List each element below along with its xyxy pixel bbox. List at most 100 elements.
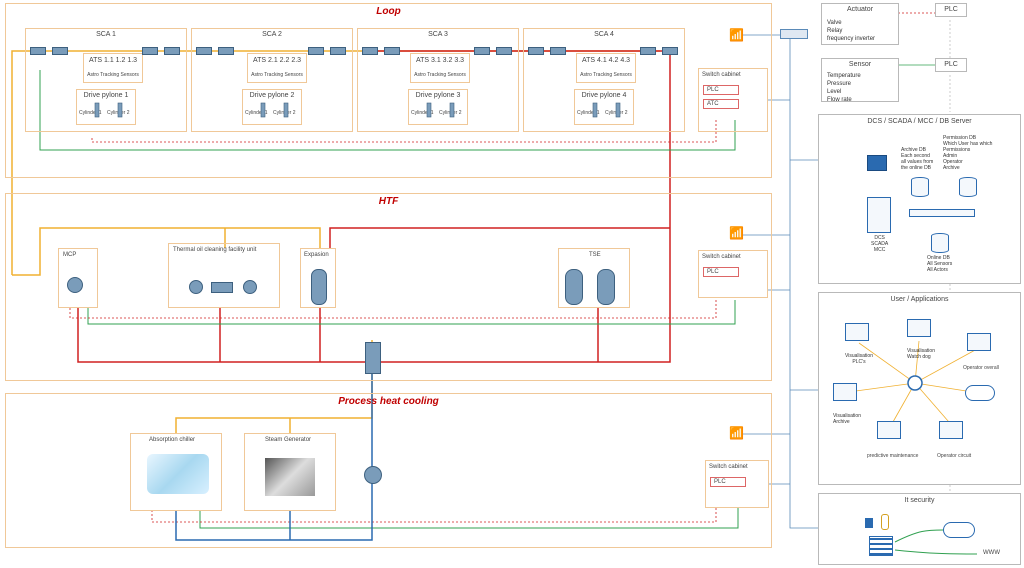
server-title: DCS / SCADA / MCC / DB Server bbox=[867, 118, 972, 125]
ats-1-label: ATS 1.1 1.2 1.3 bbox=[88, 57, 138, 64]
computer-icon[interactable] bbox=[907, 319, 931, 337]
server-box: DCS / SCADA / MCC / DB Server Archive DB… bbox=[818, 114, 1021, 284]
permission-line: Operator bbox=[943, 159, 963, 165]
valve[interactable] bbox=[330, 47, 346, 55]
actuator-item: Valve bbox=[827, 20, 842, 26]
red-dotted-process bbox=[151, 508, 717, 523]
predictive-label: predictive maintenance bbox=[867, 453, 919, 459]
archive-line: Archive DB bbox=[901, 147, 927, 153]
green-signal-htf bbox=[87, 300, 736, 325]
pump-icon bbox=[364, 466, 382, 484]
computer-icon[interactable] bbox=[967, 333, 991, 351]
permission-line: Admin bbox=[943, 153, 958, 159]
computer-icon[interactable] bbox=[939, 421, 963, 439]
valve[interactable] bbox=[474, 47, 490, 55]
database-bar bbox=[909, 209, 975, 217]
red-pipe-loop bbox=[77, 50, 671, 363]
valve[interactable] bbox=[30, 47, 46, 55]
valve[interactable] bbox=[164, 47, 180, 55]
green-signal-loop bbox=[39, 70, 736, 151]
server-tower-icon bbox=[867, 197, 891, 233]
filter-icon bbox=[211, 282, 233, 293]
steam-box: Steam Generator bbox=[244, 433, 336, 511]
valve[interactable] bbox=[142, 47, 158, 55]
actuator-plc-label: PLC bbox=[944, 6, 958, 13]
sca-4-title: SCA 4 bbox=[594, 31, 614, 38]
www-label: WWW bbox=[983, 550, 1000, 556]
heat-exchanger-icon bbox=[365, 342, 381, 374]
network-bus bbox=[789, 35, 818, 529]
network-switch-icon bbox=[780, 29, 808, 39]
online-line: Online DB bbox=[927, 255, 950, 261]
ats-4-label: ATS 4.1 4.2 4.3 bbox=[581, 57, 631, 64]
permission-line: Permission DB bbox=[943, 135, 977, 141]
op-overall-label: Operator overall bbox=[963, 365, 999, 371]
red-dotted-htf bbox=[69, 300, 717, 319]
loop-atc[interactable]: ATC bbox=[703, 99, 739, 109]
htf-plc[interactable]: PLC bbox=[703, 267, 739, 277]
archive-line: all values from bbox=[901, 159, 934, 165]
antenna-icon: 📶 bbox=[729, 226, 744, 240]
sensor-item: Temperature bbox=[827, 73, 861, 79]
cloud-icon bbox=[965, 385, 995, 401]
sca-4: SCA 4 ATS 4.1 4.2 4.3 Astro Tracking Sen… bbox=[523, 28, 685, 132]
op-circuit-label: Operator circuit bbox=[937, 453, 972, 459]
computer-icon[interactable] bbox=[845, 323, 869, 341]
htf-title: HTF bbox=[378, 196, 399, 207]
valve[interactable] bbox=[496, 47, 512, 55]
ats-3: ATS 3.1 3.2 3.3 Astro Tracking Sensors bbox=[410, 53, 470, 83]
sensor-item: Level bbox=[827, 89, 842, 95]
antenna-icon: 📶 bbox=[729, 426, 744, 440]
htf-section: HTF bbox=[5, 193, 772, 381]
switch-cabinet-label: Switch cabinet bbox=[702, 72, 741, 78]
valve[interactable] bbox=[662, 47, 678, 55]
users-box: User / Applications Visualisation PLC's … bbox=[818, 292, 1021, 485]
valve[interactable] bbox=[52, 47, 68, 55]
loop-plc[interactable]: PLC bbox=[703, 85, 739, 95]
htf-switch-cabinet: Switch cabinet PLC bbox=[698, 250, 768, 298]
process-plc[interactable]: PLC bbox=[710, 477, 746, 487]
ats-2-sub: Astro Tracking Sensors bbox=[251, 72, 303, 78]
loop-title: Loop bbox=[376, 6, 401, 17]
cyl-1a: Cylinder 1 bbox=[79, 110, 102, 116]
drive-2-label: Drive pylone 2 bbox=[249, 92, 295, 99]
sca-3-title: SCA 3 bbox=[428, 31, 448, 38]
valve[interactable] bbox=[640, 47, 656, 55]
ats-3-label: ATS 3.1 3.2 3.3 bbox=[415, 57, 465, 64]
cleaning-label: Thermal oil cleaning facility unit bbox=[173, 247, 257, 253]
valve[interactable] bbox=[196, 47, 212, 55]
actuator-plc[interactable]: PLC bbox=[935, 3, 967, 17]
computer-icon[interactable] bbox=[877, 421, 901, 439]
process-switch-cabinet: Switch cabinet PLC bbox=[705, 460, 769, 508]
vis-archive-line: Visualisation bbox=[833, 413, 861, 419]
dcs-line: SCADA bbox=[871, 241, 889, 247]
steam-image bbox=[265, 458, 315, 496]
security-title: It security bbox=[904, 497, 935, 504]
dcs-line: DCS bbox=[874, 235, 885, 241]
mcp-box: MCP bbox=[58, 248, 98, 308]
permission-line: Archive bbox=[943, 165, 960, 171]
lock-icon bbox=[865, 518, 873, 528]
switch-cabinet-label: Switch cabinet bbox=[702, 254, 741, 260]
valve[interactable] bbox=[384, 47, 400, 55]
computer-icon[interactable] bbox=[833, 383, 857, 401]
ats-1: ATS 1.1 1.2 1.3 Astro Tracking Sensors bbox=[83, 53, 143, 83]
tse-label: TSE bbox=[589, 252, 601, 258]
actuator-title: Actuator bbox=[846, 6, 874, 13]
valve[interactable] bbox=[218, 47, 234, 55]
valve[interactable] bbox=[528, 47, 544, 55]
valve[interactable] bbox=[550, 47, 566, 55]
valve[interactable] bbox=[308, 47, 324, 55]
tank-icon bbox=[565, 269, 583, 305]
valve[interactable] bbox=[362, 47, 378, 55]
pump-icon bbox=[189, 280, 203, 294]
orange-pipe-htf bbox=[12, 227, 321, 276]
online-line: All Sensors bbox=[927, 261, 953, 267]
sensor-plc[interactable]: PLC bbox=[935, 58, 967, 72]
firewall-icon bbox=[869, 536, 893, 556]
pump-icon bbox=[67, 277, 83, 293]
antenna-icon: 📶 bbox=[729, 28, 744, 42]
actuator-item: Relay bbox=[827, 28, 843, 34]
ats-4: ATS 4.1 4.2 4.3 Astro Tracking Sensors bbox=[576, 53, 636, 83]
cleaning-facility-box: Thermal oil cleaning facility unit bbox=[168, 243, 280, 308]
